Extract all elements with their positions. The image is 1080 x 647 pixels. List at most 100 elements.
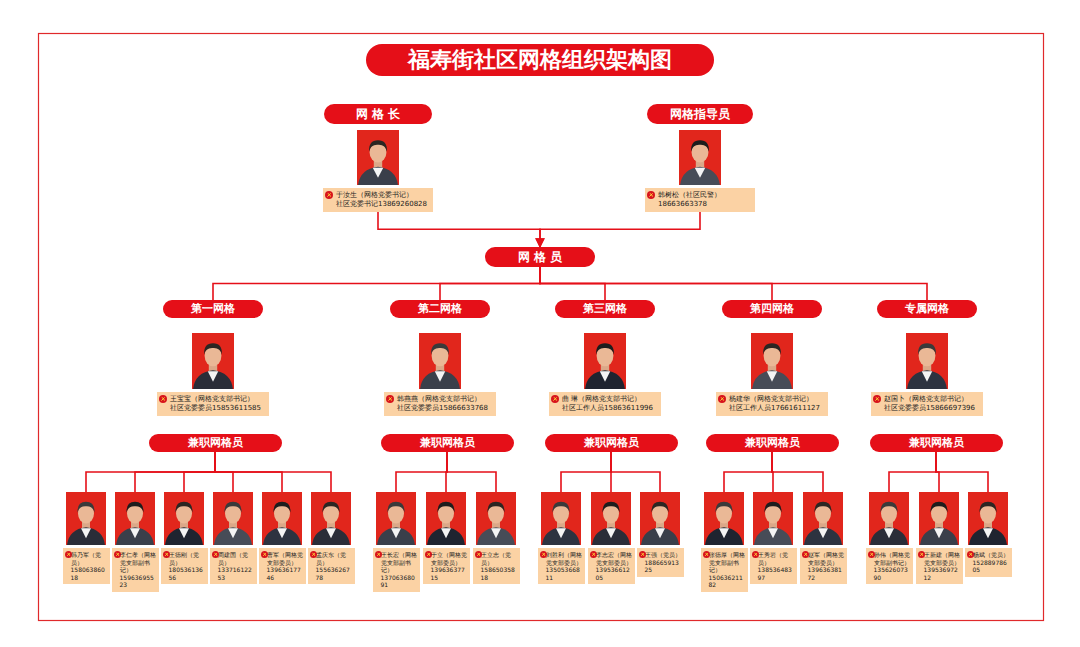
- emblem-disc: [752, 551, 759, 558]
- member-name: 于汝生（网格党委书记）: [336, 191, 431, 200]
- caption-box: 王德刚（党员）18053613656: [161, 548, 208, 584]
- photo-collar: [818, 528, 828, 538]
- party-emblem: [752, 551, 759, 558]
- caption-box: 王新建（网格党支部委员）13953697212: [916, 548, 963, 584]
- member-contact: 13562607390: [874, 566, 911, 581]
- photo-collar: [373, 168, 384, 178]
- connector: [378, 212, 540, 248]
- photo-hair: [77, 502, 94, 513]
- party-emblem: [114, 551, 121, 558]
- connector: [772, 452, 823, 492]
- emblem-disc: [310, 551, 317, 558]
- portrait-photo: [192, 333, 234, 389]
- emblem-mark: [804, 553, 807, 556]
- label-band: 第二网格: [390, 300, 490, 318]
- photo-collar: [768, 528, 778, 538]
- party-emblem: [873, 395, 881, 403]
- member-name: 于立（网格党支部委员）: [431, 551, 468, 566]
- portrait-photo: [803, 492, 843, 545]
- photo-collar: [277, 528, 287, 538]
- photo-suit: [377, 527, 415, 545]
- party-emblem: [868, 551, 875, 558]
- band-label: 网 格 员: [518, 250, 562, 264]
- photo-collar: [655, 528, 665, 538]
- portrait-photo: [376, 492, 416, 545]
- portrait-photo: [66, 492, 106, 545]
- portrait-photo: [704, 492, 744, 545]
- photo-suit: [969, 527, 1007, 545]
- caption-box: 张德厚（网格党支部副书记）15063621182: [701, 548, 748, 592]
- portrait-photo: [753, 492, 793, 545]
- member-contact: 社区党委委员15866633768: [397, 404, 494, 413]
- member-contact: 13706368091: [381, 574, 418, 589]
- photo-hair: [126, 502, 143, 513]
- emblem-disc: [375, 551, 382, 558]
- emblem-mark: [477, 553, 480, 556]
- photo-ground: [584, 333, 626, 389]
- photo-suit: [67, 527, 105, 545]
- photo-collar: [326, 528, 336, 538]
- member-card: 王强（党员）18866591325: [637, 492, 684, 577]
- photo-collar: [606, 528, 616, 538]
- member-contact: 13953661205: [596, 566, 633, 581]
- emblem-mark: [553, 397, 556, 400]
- portrait-photo: [164, 492, 204, 545]
- photo-ground: [803, 492, 843, 545]
- photo-ground: [591, 492, 631, 545]
- photo-hair: [602, 502, 619, 513]
- caption-box: 杨建华（网格党支部书记）社区工作人员17661611127: [716, 392, 828, 416]
- photo-ground: [213, 492, 253, 545]
- emblem-disc: [967, 551, 974, 558]
- member-name: 王德刚（党员）: [169, 551, 206, 566]
- emblem-disc: [65, 551, 72, 558]
- emblem-mark: [214, 553, 217, 556]
- photo-suit: [263, 527, 301, 545]
- band-label: 第二网格: [418, 302, 462, 315]
- member-contact: 18663663378: [658, 200, 753, 209]
- band-label: 网 格 长: [356, 107, 400, 121]
- label-band: 兼职网格员: [870, 434, 1003, 452]
- member-name: 李志宏（网格党支部委员）: [596, 551, 633, 566]
- member-name: 王新建（网格党支部委员）: [924, 551, 961, 566]
- emblem-disc: [386, 395, 394, 403]
- party-emblem: [639, 551, 646, 558]
- caption-box: 曹军（网格党支部委员）13963617746: [259, 548, 306, 584]
- member-name: 王长宏（网格党支部副书记）: [381, 551, 418, 574]
- party-emblem: [65, 551, 72, 558]
- photo-hair: [880, 502, 897, 513]
- label-band: 网 格 员: [485, 247, 595, 267]
- member-name: 孟庆东（党员）: [316, 551, 353, 566]
- photo-hair: [691, 140, 709, 151]
- party-emblem: [540, 551, 547, 558]
- emblem-mark: [377, 553, 380, 556]
- photo-hair: [930, 502, 947, 513]
- photo-collar: [130, 528, 140, 538]
- photo-suit: [312, 527, 350, 545]
- emblem-mark: [263, 553, 266, 556]
- photo-suit: [920, 527, 958, 545]
- member-card: 杨斌（党员）15288978605: [965, 492, 1012, 577]
- emblem-disc: [261, 551, 268, 558]
- member-card: 韩树松（社区民警）18663663378: [645, 130, 755, 212]
- emblem-mark: [920, 553, 923, 556]
- caption-box: 于立（网格党支部委员）13963637715: [423, 548, 470, 584]
- member-card: 张德厚（网格党支部副书记）15063621182: [701, 492, 748, 592]
- portrait-photo: [919, 492, 959, 545]
- member-contact: 15806386018: [71, 566, 108, 581]
- photo-hair: [764, 502, 781, 513]
- party-emblem: [261, 551, 268, 558]
- member-contact: 15063621182: [709, 574, 746, 589]
- emblem-mark: [705, 553, 708, 556]
- caption-box: 王立志（党员）15865035818: [473, 548, 520, 584]
- member-card: 韩乃军（党员）15806386018: [63, 492, 110, 584]
- photo-hair: [979, 502, 996, 513]
- photo-ground: [376, 492, 416, 545]
- emblem-mark: [312, 553, 315, 556]
- member-name: 孙伟（网格党支部副书记）: [874, 551, 911, 566]
- member-name: 周建国（党员）: [218, 551, 255, 566]
- photo-suit: [680, 167, 720, 185]
- member-contact: 13371612253: [218, 566, 255, 581]
- photo-collar: [228, 528, 238, 538]
- photo-ground: [419, 333, 461, 389]
